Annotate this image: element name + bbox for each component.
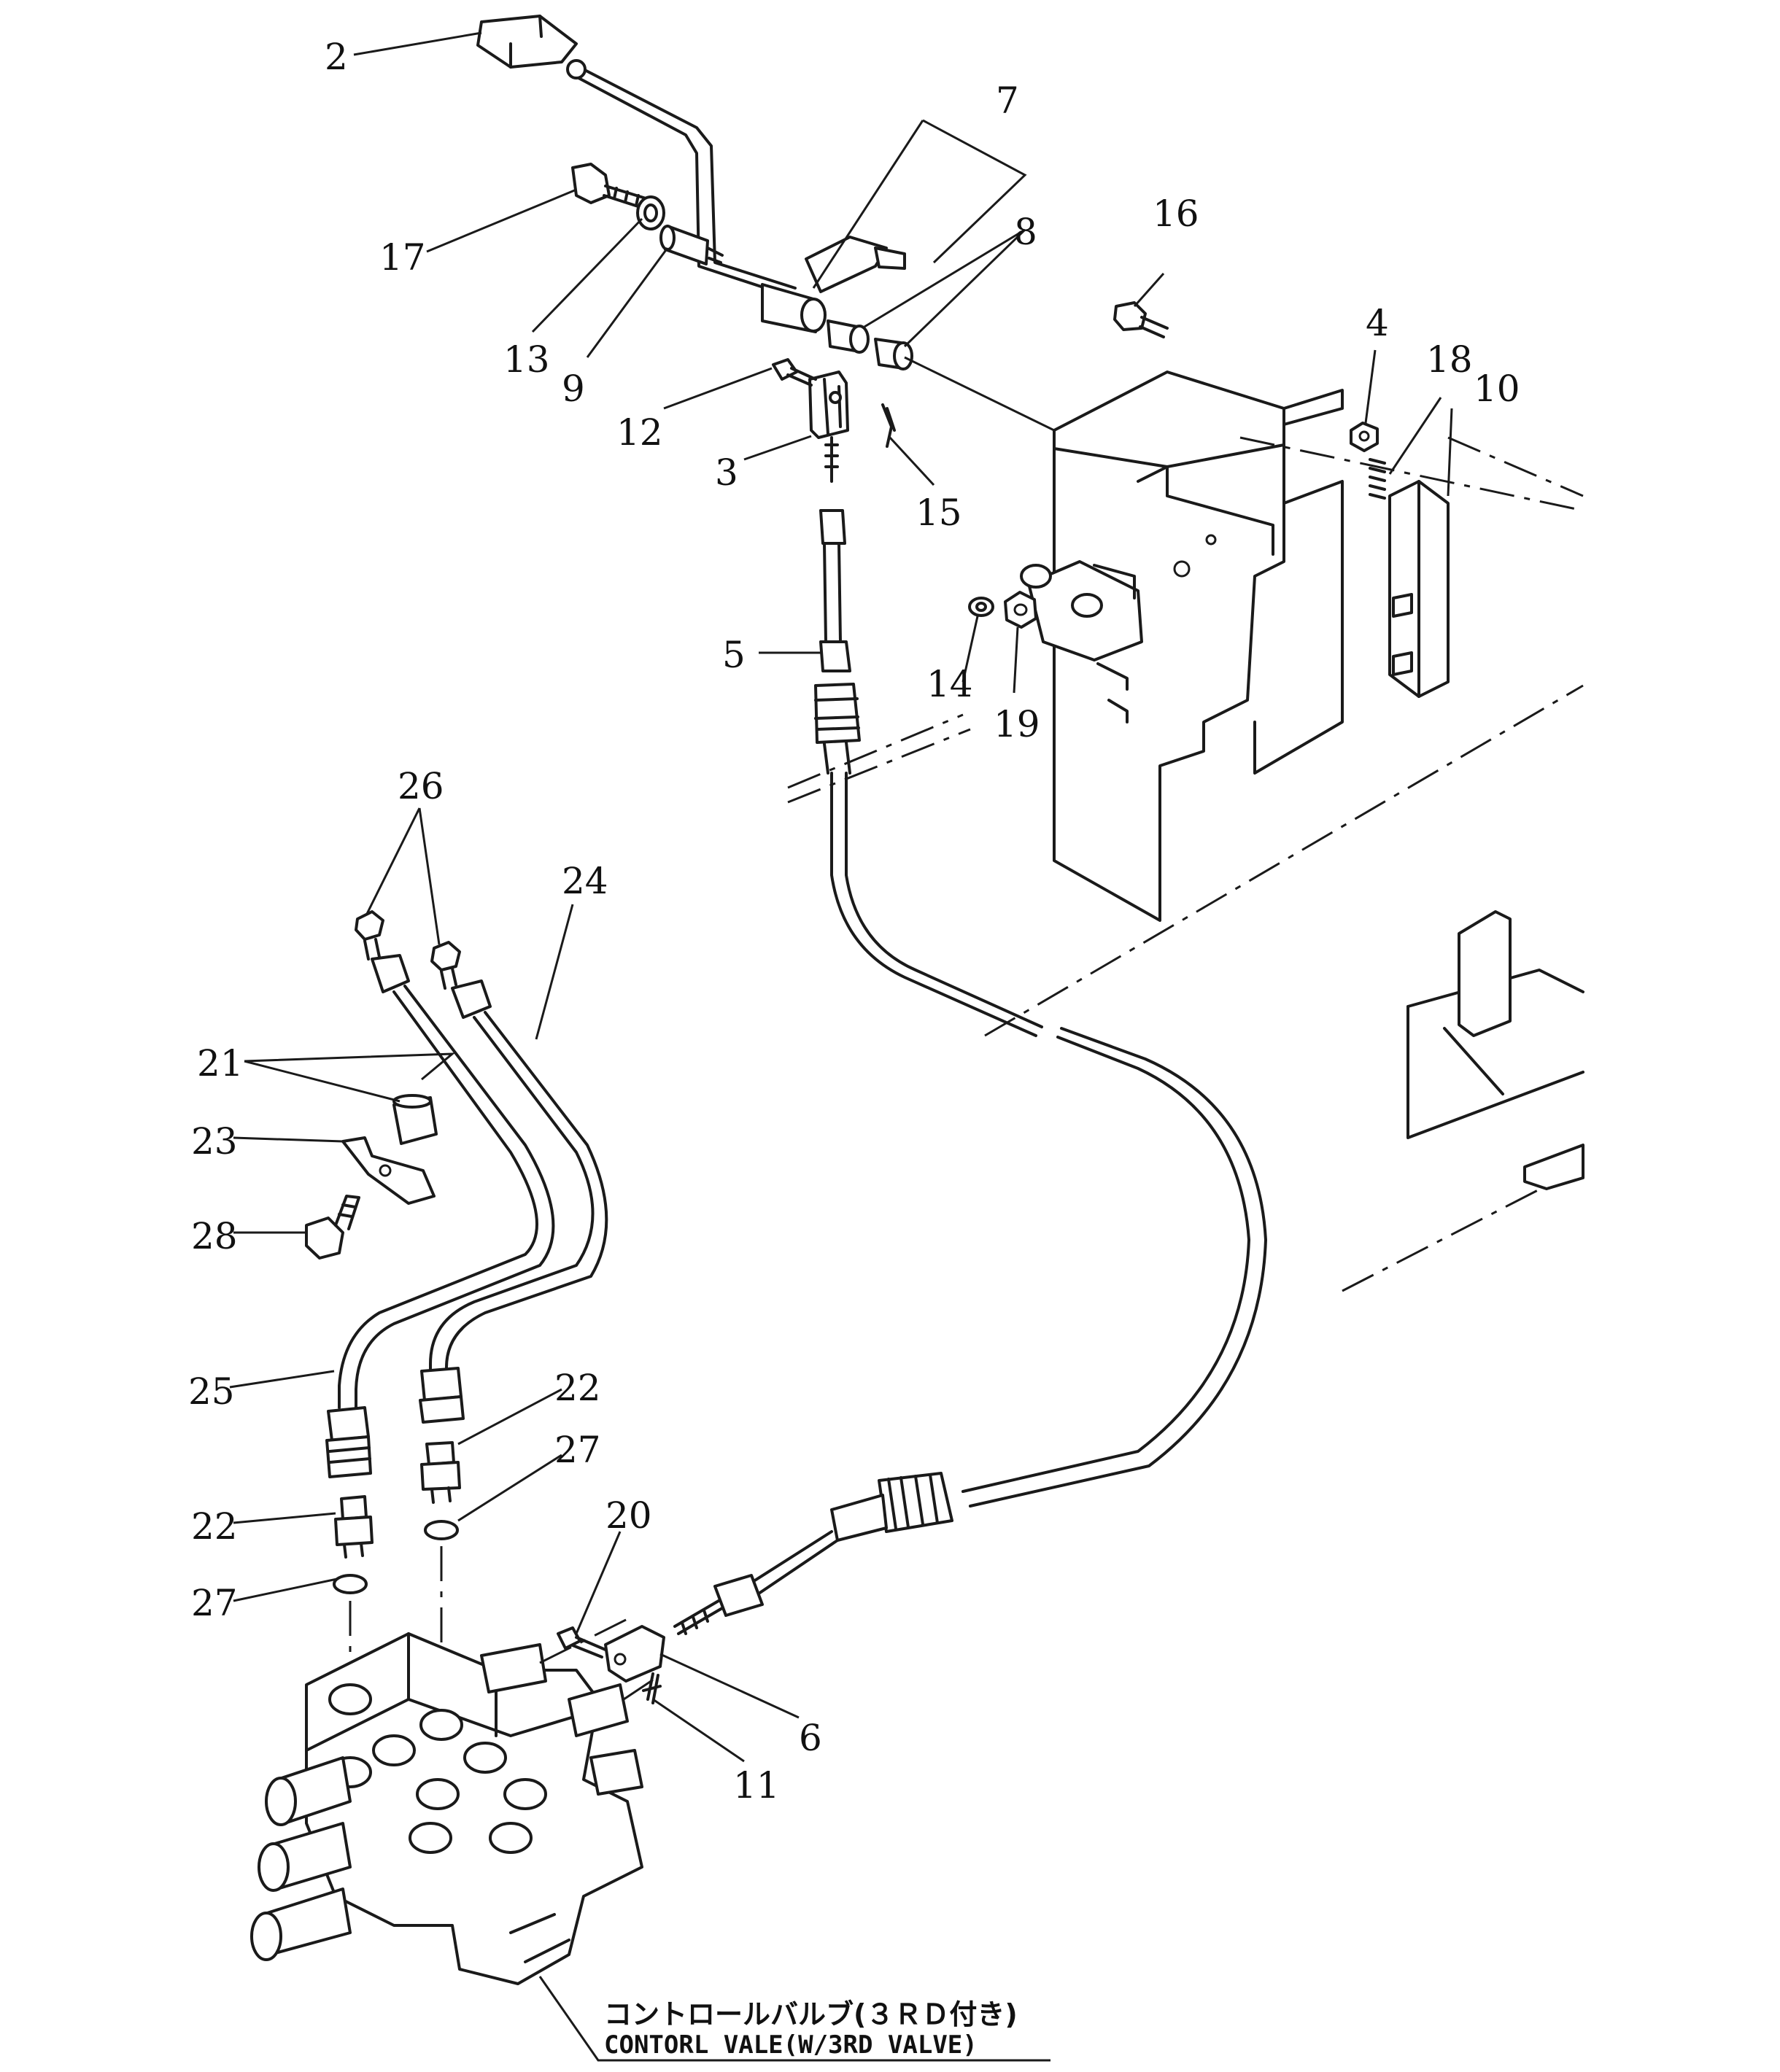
bolt-17: [571, 163, 654, 212]
callout-19: 19: [994, 703, 1040, 745]
callout-9: 9: [562, 368, 585, 410]
washer-13: [636, 195, 665, 230]
callout-7: 7: [996, 79, 1019, 122]
callout-26: 26: [398, 765, 444, 807]
cotter-pin-15: [881, 403, 896, 448]
nut-4: [1350, 422, 1379, 452]
callout-14: 14: [926, 663, 973, 705]
callout-15: 15: [916, 492, 962, 534]
adapter-22a: [420, 1441, 461, 1504]
clevis-pin-12: [772, 358, 817, 387]
plate-23: [341, 1136, 436, 1205]
callout-17: 17: [379, 236, 426, 279]
washer-14: [968, 597, 994, 617]
cotter-pin-11: [642, 1672, 662, 1704]
callout-16: 16: [1153, 193, 1199, 235]
spring-18: [1369, 458, 1386, 500]
fitting-26a: [355, 910, 384, 961]
pin-9: [659, 225, 724, 265]
callout-22-lower: 22: [191, 1505, 238, 1548]
control-cable-5: [673, 436, 1267, 1635]
clevis-3: [808, 370, 849, 439]
oring-27b: [333, 1574, 368, 1594]
callout-2: 2: [325, 36, 348, 78]
callout-13: 13: [503, 338, 550, 381]
callout-21: 21: [197, 1042, 244, 1084]
guide-plate-10: [1388, 480, 1450, 698]
hose-24-25: [325, 954, 608, 1478]
callout-4: 4: [1366, 302, 1389, 344]
callout-3: 3: [715, 451, 738, 494]
bolt-16: [1113, 301, 1169, 338]
callout-27-upper: 27: [554, 1429, 601, 1471]
adapter-22b: [334, 1495, 374, 1559]
callout-22-upper: 22: [554, 1367, 601, 1409]
floor-outline: [787, 436, 1584, 1292]
callout-28: 28: [191, 1215, 238, 1257]
callout-25: 25: [188, 1370, 235, 1413]
pin-20: [557, 1626, 607, 1658]
oring-27a: [424, 1520, 459, 1540]
callout-11: 11: [733, 1764, 780, 1807]
console-bracket: [1020, 370, 1344, 922]
callout-5: 5: [722, 634, 746, 676]
bushing-8a: [827, 319, 870, 354]
leader-lines: [229, 31, 1453, 2062]
lever-boss: [761, 283, 827, 333]
callout-8: 8: [1014, 211, 1037, 253]
caption-japanese: コントロールバルブ(３ＲＤ付き): [604, 1998, 1018, 2030]
clevis-6: [604, 1625, 665, 1683]
nut-19: [1004, 591, 1037, 629]
callout-27-lower: 27: [191, 1582, 238, 1624]
callout-18: 18: [1426, 338, 1473, 381]
callout-12: 12: [616, 411, 663, 454]
bolt-28: [305, 1195, 360, 1260]
bushing-8b: [874, 338, 913, 370]
caption-english: CONTORL VALE(W/3RD VALVE): [604, 2030, 978, 2060]
callout-23: 23: [191, 1120, 238, 1163]
callout-24: 24: [562, 860, 608, 902]
control-valve: [250, 1618, 657, 1985]
clamp-21: [392, 1094, 438, 1145]
callout-20: 20: [605, 1494, 652, 1537]
callout-labels: 2 7 8 16 17 13 9 4 18 10 12 3 15 5 14 19…: [188, 36, 1520, 1807]
callout-10: 10: [1474, 368, 1520, 410]
valve-caption: コントロールバルブ(３ＲＤ付き) CONTORL VALE(W/3RD VALV…: [604, 1998, 1018, 2060]
control-lever: [476, 15, 906, 297]
callout-6: 6: [799, 1717, 822, 1759]
fitting-26b: [430, 941, 461, 990]
